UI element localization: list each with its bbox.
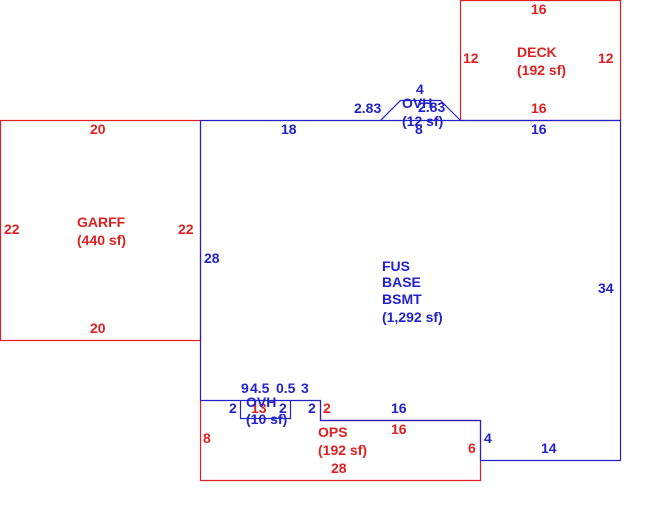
ovh-top-outline <box>380 99 461 121</box>
ops-dim-right: 6 <box>468 440 476 456</box>
ovh-bottom-dim-right: 2 <box>279 400 287 416</box>
main-dim-step-right: 4 <box>484 430 492 446</box>
main-label-line3: BSMT <box>382 291 422 307</box>
ovh-top-dim-bottom: 8 <box>415 121 423 137</box>
deck-dim-top: 16 <box>531 1 547 17</box>
main-dim-right: 34 <box>598 280 614 296</box>
deck-dim-bottom: 16 <box>531 100 547 116</box>
garage-area: (440 sf) <box>77 232 126 248</box>
ovh-bottom-outline <box>239 400 292 420</box>
ops-dim-bottom: 28 <box>331 460 347 476</box>
main-dim-step-left: 2 <box>308 400 316 416</box>
garage-outline <box>0 119 202 342</box>
main-dim-top-right: 16 <box>531 121 547 137</box>
ops-dim-notch: 2 <box>323 400 331 416</box>
ovh-bottom-area: (10 sf) <box>246 411 287 427</box>
main-dim-step-top: 16 <box>391 400 407 416</box>
deck-label: DECK <box>517 44 557 60</box>
ovh-bottom-dim-inner: 13 <box>251 400 267 416</box>
ovh-top-dim-right: 2.83 <box>418 99 445 115</box>
main-dim-top-left: 18 <box>281 121 297 137</box>
main-area: (1,292 sf) <box>382 309 443 325</box>
ovh-bottom-dim-top-c: 0.5 <box>276 380 296 396</box>
deck-dim-left: 12 <box>463 50 479 66</box>
ovh-top-dim-top: 4 <box>416 81 424 97</box>
deck-dim-right: 12 <box>598 50 614 66</box>
ovh-bottom-dim-top-b: 4.5 <box>250 380 270 396</box>
ovh-top-dim-left: 2.83 <box>354 100 381 116</box>
garage-dim-bottom: 20 <box>90 320 106 336</box>
ovh-bottom-dim-top-d: 3 <box>301 380 309 396</box>
ops-dim-top: 16 <box>391 421 407 437</box>
ovh-bottom-dim-top-a: 9 <box>241 380 249 396</box>
main-label-line1: FUS <box>382 258 410 274</box>
main-dim-bottom-right: 14 <box>541 440 557 456</box>
garage-dim-left: 22 <box>4 221 20 237</box>
ovh-top-label: OVH <box>402 95 432 111</box>
ops-dim-left: 8 <box>203 430 211 446</box>
main-label-line2: BASE <box>382 274 421 290</box>
main-dim-left: 28 <box>204 250 220 266</box>
ops-label: OPS <box>318 424 348 440</box>
main-dim-left-notch: 2 <box>229 400 237 416</box>
ovh-bottom-label: OVH <box>246 394 276 410</box>
ovh-top-area: (12 sf) <box>402 113 443 129</box>
garage-dim-top: 20 <box>90 121 106 137</box>
deck-area: (192 sf) <box>517 62 566 78</box>
garage-dim-right: 22 <box>178 221 194 237</box>
ops-area: (192 sf) <box>318 442 367 458</box>
garage-label: GARFF <box>77 214 126 230</box>
